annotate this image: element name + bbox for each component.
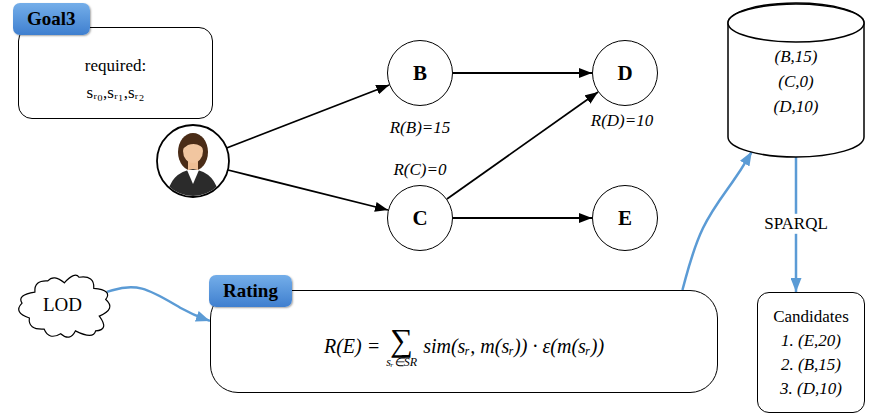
node-text: sim(sᵣ, m(sᵣ)) · ε(m(sᵣ)) <box>423 334 604 359</box>
state-circle: E <box>592 185 658 251</box>
tab-heading: Goal3 <box>13 3 90 35</box>
node-text: R(E) = <box>324 334 380 359</box>
text-group: required: sᵣ₀,sᵣ₁,sᵣ₂ <box>61 52 171 106</box>
node-text: C <box>412 205 427 231</box>
connector <box>453 72 592 74</box>
cloud-shape <box>19 275 110 337</box>
database: (B,15)(C,0)(D,10) <box>727 3 865 158</box>
connector <box>682 152 751 290</box>
text-group: 3. (D,10) <box>780 377 842 401</box>
text-group: Candidates <box>773 305 849 329</box>
node-text: 2. (B,15) <box>781 353 841 377</box>
state-circle: B <box>387 40 453 106</box>
node-text: Candidates <box>773 305 849 329</box>
connector <box>107 287 210 321</box>
database-top <box>728 4 864 42</box>
node-body: (B,15)(C,0)(D,10) <box>771 44 822 119</box>
text-group: D <box>617 60 632 86</box>
node-body: C <box>409 205 430 231</box>
node-text: (B,15) <box>775 44 818 69</box>
node-text: 3. (D,10) <box>780 377 842 401</box>
node-body: E <box>615 205 635 231</box>
text-group: E <box>618 205 632 231</box>
goal-box: Goal3required: sᵣ₀,sᵣ₁,sᵣ₂ <box>18 27 213 119</box>
node-text: 1. (E,20) <box>781 329 841 353</box>
text-group: (B,15) <box>775 44 818 69</box>
rating-box: RatingR(E) =∑sᵣ∈SRsim(sᵣ, m(sᵣ)) · ε(m(s… <box>210 290 718 393</box>
state-circle: D <box>592 40 658 106</box>
text-group: R(E) = <box>324 334 380 359</box>
text-group: (C,0) <box>778 69 813 94</box>
user-arrow <box>228 170 388 210</box>
connector <box>447 92 598 199</box>
node-text: required: sᵣ₀,sᵣ₁,sᵣ₂ <box>61 52 171 106</box>
node-body: LOD <box>40 293 85 317</box>
rating-label: R(B)=15 <box>387 118 454 138</box>
user-avatar <box>167 133 219 200</box>
node-body: B <box>410 60 430 86</box>
state-circle: C <box>387 185 453 251</box>
node-text: B <box>413 60 427 86</box>
tab-heading: Rating <box>209 275 292 307</box>
connector <box>453 217 592 219</box>
text-group: 1. (E,20) <box>781 329 841 353</box>
user-arrow <box>227 85 390 148</box>
node-text: ∑ <box>390 324 413 356</box>
lod-cloud: LOD <box>5 268 120 342</box>
text-group: LOD <box>43 293 82 317</box>
rating-label: R(C)=0 <box>390 160 449 180</box>
text-group: (D,10) <box>774 94 819 119</box>
node-text: D <box>617 60 632 86</box>
node-text: sᵣ∈SR <box>386 356 417 369</box>
node-text: (D,10) <box>774 94 819 119</box>
database-body <box>728 3 864 157</box>
node-text: LOD <box>43 293 82 317</box>
text-group: 2. (B,15) <box>781 353 841 377</box>
node-text: E <box>618 205 632 231</box>
text-group: B <box>413 60 427 86</box>
node-body: required: sᵣ₀,sᵣ₁,sᵣ₂ <box>58 52 174 106</box>
node-text: (C,0) <box>778 69 813 94</box>
text-group: ∑sᵣ∈SR <box>386 324 417 369</box>
node-body: Candidates1. (E,20)2. (B,15)3. (D,10) <box>770 305 852 401</box>
text-group: C <box>412 205 427 231</box>
edge-label: SPARQL <box>761 214 831 234</box>
node-body: R(E) =∑sᵣ∈SRsim(sᵣ, m(sᵣ)) · ε(m(sᵣ)) <box>321 324 607 369</box>
node-body: D <box>614 60 635 86</box>
text-group: sim(sᵣ, m(sᵣ)) · ε(m(sᵣ)) <box>423 334 604 359</box>
candidates-box: Candidates1. (E,20)2. (B,15)3. (D,10) <box>757 292 865 413</box>
rating-label: R(D)=10 <box>588 111 656 131</box>
